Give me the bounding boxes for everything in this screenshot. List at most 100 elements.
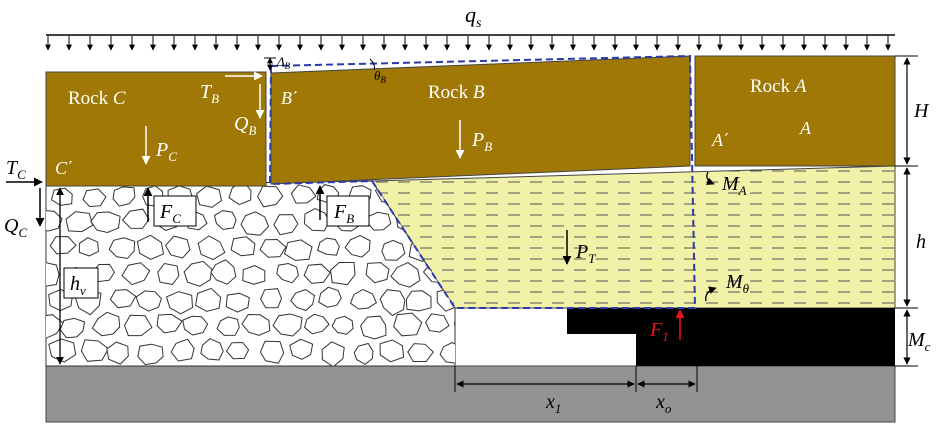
analysis-boundary: [268, 54, 697, 309]
gangue-block: [276, 262, 299, 284]
gangue-block: [379, 339, 405, 363]
gangue-block: [19, 287, 44, 311]
gangue-block: [80, 339, 110, 362]
gangue-block: [360, 315, 387, 340]
gangue-block: [228, 181, 252, 206]
gangue-block: [260, 288, 283, 309]
m-0-label: Mθ: [725, 271, 750, 296]
gangue-block: [109, 289, 137, 309]
p-t-label: PT: [575, 241, 596, 266]
a-prime-label: A΄: [711, 130, 729, 150]
gangue-block: [303, 313, 330, 335]
c-prime-label: C΄: [55, 158, 73, 178]
gangue-block: [19, 186, 42, 206]
floor-strata: [45, 365, 896, 423]
gangue-block: [453, 317, 455, 337]
gangue-block: [90, 211, 121, 234]
t-c-label: TC: [6, 157, 26, 182]
f-1-label: F1: [649, 319, 669, 344]
gangue-block: [164, 235, 191, 259]
f-c-label-box: [153, 195, 197, 227]
gangue-block: [290, 184, 317, 204]
gangue-block: [344, 234, 371, 258]
p-c-label: PC: [155, 139, 177, 164]
gangue-block: [121, 262, 151, 286]
gangue-block: [259, 340, 285, 364]
gangue-block: [230, 236, 256, 257]
gangue-block: [316, 237, 340, 256]
gangue-block: [329, 262, 356, 286]
h-v-label-box: [63, 267, 99, 299]
gangue-block: [165, 291, 194, 315]
h-cap-label: H: [913, 100, 930, 122]
gangue-block: [200, 338, 224, 361]
h-v-label: hv: [70, 273, 86, 298]
gangue-block: [183, 260, 213, 287]
gangue-block: [210, 259, 237, 285]
gangue-block: [123, 314, 153, 337]
q-c-label: QC: [4, 215, 27, 240]
a-plain-label: A: [799, 118, 812, 138]
gangue-block: [425, 313, 450, 333]
rock-b-block: [270, 55, 691, 185]
t-b-label: TB: [200, 81, 219, 106]
gangue-block: [290, 289, 316, 312]
gangue-block: [379, 289, 406, 317]
gangue-block: [106, 341, 129, 365]
gangue-block: [381, 239, 406, 261]
f-c-label: FC: [159, 201, 181, 226]
gangue-block: [46, 261, 60, 288]
rock-c-block: [45, 71, 267, 187]
h-small-label: h: [916, 231, 926, 253]
load-arrows: [45, 36, 891, 51]
gangue-block: [367, 211, 392, 231]
gangue-block: [321, 341, 345, 366]
delta-b-label: ΔB: [276, 54, 291, 71]
gangue-block: [78, 237, 99, 257]
gangue-block: [390, 262, 421, 288]
gangue-block: [331, 315, 354, 335]
gangue-block: [121, 208, 150, 229]
m-a-label: MA: [721, 173, 747, 198]
gangue-block: [439, 341, 455, 364]
gangue-block: [241, 313, 271, 336]
gangue-block: [405, 290, 432, 312]
coal-seam-hatching: [268, 166, 895, 308]
gangue-block: [197, 235, 226, 261]
gangue-block: [156, 313, 183, 334]
rock-a-label: Rock A: [750, 76, 807, 97]
theta-b-label: θB: [374, 68, 386, 85]
m-a-arc: [706, 171, 715, 186]
gangue-block: [393, 312, 423, 337]
gangue-block: [157, 262, 180, 285]
gangue-block: [318, 286, 342, 308]
gangue-block: [273, 214, 299, 236]
gangue-block: [137, 343, 164, 366]
q-b-label: QB: [234, 113, 256, 138]
gangue-block: [182, 315, 209, 336]
gangue-block: [216, 316, 240, 336]
gangue-block: [170, 338, 195, 362]
gangue-block: [91, 311, 121, 337]
gangue-block: [65, 211, 94, 233]
coal-pillar: [567, 308, 895, 366]
gangue-block: [272, 313, 303, 337]
rock-b-label: Rock B: [428, 82, 485, 103]
f-b-label-box: [326, 195, 370, 227]
p-b-label: PB: [471, 129, 492, 154]
x-o-label: xo: [655, 391, 672, 416]
gangue-block: [82, 188, 107, 208]
theta-b-arc: [369, 58, 375, 71]
gangue-block: [195, 287, 222, 312]
gangue-block: [15, 341, 42, 365]
gangue-block: [112, 186, 136, 207]
m-0-arc: [705, 286, 717, 302]
gangue-block: [135, 290, 162, 312]
gangue-block: [349, 288, 378, 310]
m-c-label: Mc: [907, 329, 931, 354]
x-1-label: x1: [545, 391, 561, 416]
gangue-block: [242, 265, 266, 285]
gangue-block: [136, 234, 165, 260]
